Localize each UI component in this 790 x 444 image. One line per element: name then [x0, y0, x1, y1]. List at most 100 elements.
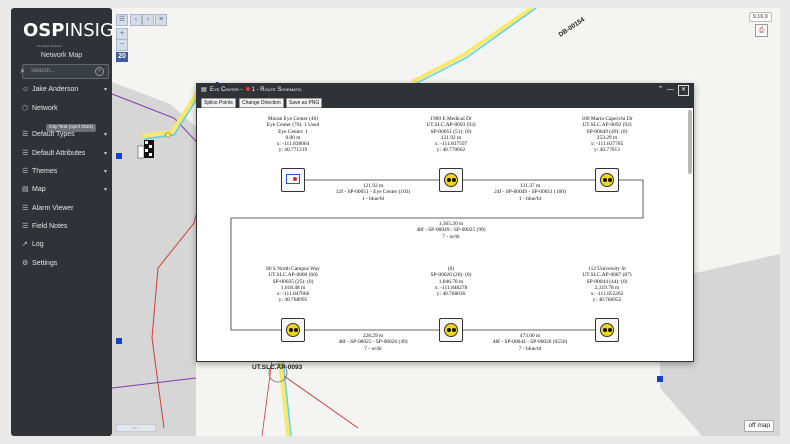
cable-label-line: 12f - SP-00051 - Eye Center (103)	[335, 189, 411, 196]
sidebar-item-alarm-viewer[interactable]: ☰Alarm Viewer	[22, 202, 110, 216]
layers-icon[interactable]: ≡	[155, 14, 167, 26]
cable-label-line: 24f - SP-00049 - SP-00051 (100)	[494, 189, 566, 196]
forward-button[interactable]: ›	[142, 14, 154, 26]
sidebar: OSPINSIGHT An IQGeo Solution Network Map…	[11, 8, 138, 436]
sidebar-item-label: Log	[32, 241, 44, 248]
node-label-line: UT.SLC.AP-0092 (92)	[582, 122, 632, 129]
node-label-line: SP-00026 (26): (0)	[430, 272, 472, 279]
sidebar-item-label: Default Types	[32, 131, 75, 138]
node-label-line: y: 40.768995	[278, 297, 308, 304]
sidebar-item-map[interactable]: ▤Map ▾	[22, 183, 110, 197]
cable-line	[283, 375, 359, 429]
boundary-line	[112, 377, 197, 389]
print-icon[interactable]: ⎙	[755, 24, 768, 37]
node-label-line: (0)	[447, 266, 455, 272]
cable-label-line: 1 - blue/bl	[518, 195, 542, 202]
log-icon: ↗	[22, 241, 28, 248]
gear-icon: ⚙	[22, 260, 29, 267]
sidebar-title: Network Map	[40, 52, 83, 59]
sidebar-item-label: Themes	[32, 168, 58, 175]
chevron-down-icon: ▾	[103, 87, 107, 93]
dialog-scrollbar[interactable]	[688, 110, 692, 174]
zoom-in-button[interactable]: +	[116, 28, 128, 40]
scale-bar: 10 m	[116, 424, 156, 432]
sidebar-item-label: Map	[32, 186, 46, 193]
node-label-line: SP-00049 (49): (0)	[586, 128, 628, 135]
splice-node-eye-center[interactable]	[281, 168, 305, 192]
chevron-down-icon: ▾	[103, 151, 107, 157]
splice-points-button[interactable]: Splice Points	[201, 97, 236, 108]
user-name: Jake Anderson	[32, 86, 79, 93]
splice-node[interactable]	[439, 168, 463, 192]
splice-node[interactable]	[595, 168, 619, 192]
node-label-0: Moran Eye Center (46)Eye Center (70): 1 …	[267, 116, 319, 154]
change-direction-button[interactable]: Change Direction	[239, 97, 284, 108]
logo-subtitle: An IQGeo Solution	[37, 44, 63, 48]
node-label-line: y: 40.77013	[594, 147, 620, 154]
splice-node[interactable]	[595, 318, 619, 342]
cable-label-line: 7 - or/bl	[364, 345, 382, 352]
zoom-level: 20	[116, 52, 128, 62]
splice-node[interactable]	[281, 318, 305, 342]
search-icon[interactable]: ⌕	[20, 65, 26, 75]
close-icon[interactable]: ✕	[678, 85, 689, 96]
search-input[interactable]	[31, 66, 91, 75]
road-segment	[278, 359, 290, 436]
splice-node[interactable]	[439, 318, 463, 342]
cable-label-line: 7 - or/bl	[442, 233, 460, 240]
road-segment	[282, 359, 292, 436]
node-label-line: SP-00051 (51): (0)	[430, 128, 472, 135]
map-marker[interactable]	[116, 153, 122, 159]
sidebar-item-default-types[interactable]: ☰Default Types ▾	[22, 128, 110, 142]
map-node[interactable]	[165, 132, 171, 138]
clear-search-icon[interactable]: ✕	[95, 67, 104, 76]
node-label-line: SP-00044 (44): (0)	[586, 278, 628, 285]
back-button[interactable]: ‹	[130, 14, 142, 26]
node-label-line: 1,846.78 m	[438, 278, 464, 285]
node-label-line: y: 40.766952	[592, 297, 622, 304]
map-icon: ▤	[22, 186, 29, 193]
sidebar-item-field-notes[interactable]: ☰Field Notes	[22, 220, 110, 234]
map-marker[interactable]	[116, 338, 122, 344]
cable-label-line: 473.00 m	[519, 333, 541, 339]
map-marker[interactable]	[657, 376, 663, 382]
cable-label-line: 228.29 m	[362, 333, 384, 339]
node-label-line: UT.SLC.AP-0060 (60)	[268, 272, 318, 279]
schematic-canvas: Moran Eye Center (46)Eye Center (70): 1 …	[197, 108, 693, 361]
sidebar-item-settings[interactable]: ⚙Settings	[22, 257, 110, 271]
patch-panel-icon	[286, 174, 300, 184]
cable-label-line: 48f - SP-00025 - SP-00026 (49)	[338, 339, 408, 346]
sidebar-item-themes[interactable]: ☰Themes ▾	[22, 165, 110, 179]
cable-label-line: 121.92 m	[362, 183, 384, 189]
node-label-line: Moran Eye Center (46)	[267, 116, 319, 122]
sidebar-item-default-attributes[interactable]: ☰Default Attributes ▾	[22, 147, 110, 161]
dialog-toolbar: Splice Points Change Direction Save as P…	[197, 96, 693, 108]
dialog-title-bar[interactable]: ▤ Eye Center -1 - Route Schematic ⌃ — ✕	[197, 84, 693, 96]
zoom-out-button[interactable]: −	[116, 39, 128, 51]
splice-enclosure-icon	[444, 323, 458, 337]
node-label-line: x: -111.847666	[276, 291, 310, 298]
route-schematic-dialog: ▤ Eye Center -1 - Route Schematic ⌃ — ✕ …	[196, 83, 694, 362]
off-map-button[interactable]: off map	[744, 420, 774, 432]
sidebar-item-label: Alarm Viewer	[32, 205, 74, 212]
cable-label-line: 48f - SP-00049 - SP-00025 (99)	[416, 227, 486, 234]
collapse-icon[interactable]: ⌃	[657, 86, 664, 93]
schematic-icon: ▤	[201, 87, 207, 93]
sidebar-item-user[interactable]: ☺Jake Anderson ▾	[22, 83, 110, 97]
sidebar-item-label: Settings	[32, 260, 58, 267]
sidebar-item-log[interactable]: ↗ Log	[22, 238, 110, 252]
sidebar-item-network[interactable]: ⬡Network	[22, 102, 110, 116]
layers-toggle-button[interactable]: ☰	[116, 14, 128, 26]
start-flag-icon[interactable]	[137, 140, 154, 159]
chevron-down-icon: ▾	[103, 169, 107, 175]
selection-circle	[268, 363, 288, 383]
save-as-png-button[interactable]: Save as PNG	[286, 97, 323, 108]
chevron-down-icon: ▾	[103, 187, 107, 193]
minimize-icon[interactable]: —	[667, 86, 674, 93]
node-label-line: Eye Center (70): 1 Used	[266, 122, 320, 129]
